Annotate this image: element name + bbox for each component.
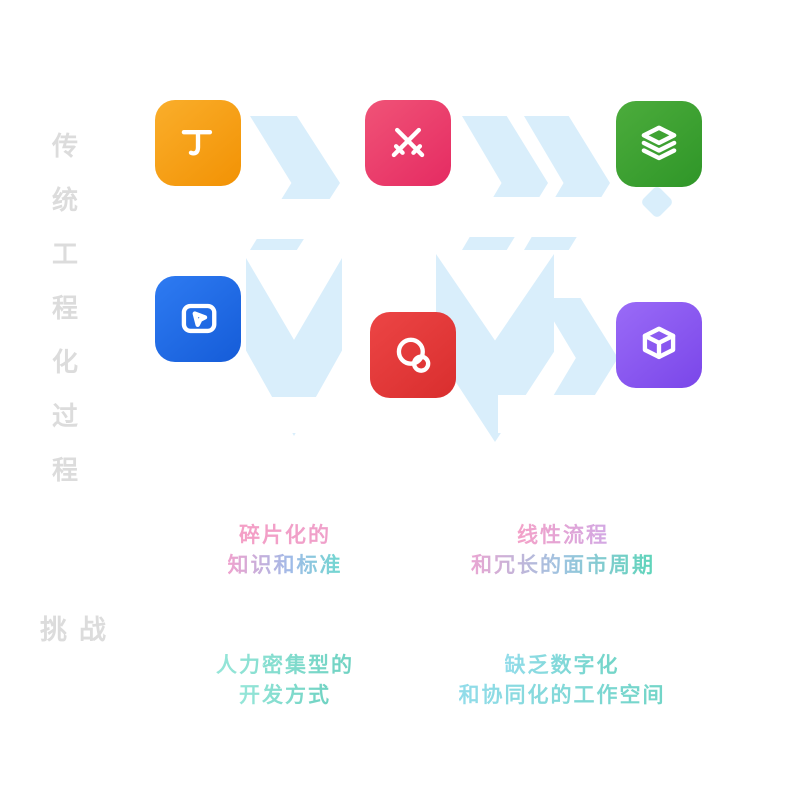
challenge-section-label: 挑战 bbox=[40, 615, 118, 646]
challenge-item-4: 缺乏数字化 和协同化的工作空间 bbox=[442, 650, 682, 710]
tile-cube bbox=[616, 302, 702, 388]
challenge-line: 碎片化的 bbox=[239, 520, 331, 550]
label-placeholder-6 bbox=[362, 395, 464, 435]
challenge-line: 开发方式 bbox=[239, 680, 331, 710]
challenge-item-2: 线性流程 和冗长的面市周期 bbox=[448, 520, 678, 580]
cube-icon bbox=[642, 326, 676, 360]
process-title-char: 工 bbox=[51, 240, 78, 270]
process-title-char: 程 bbox=[51, 456, 78, 486]
layers-stack-icon bbox=[641, 125, 677, 161]
challenge-line: 知识和标准 bbox=[228, 550, 343, 580]
challenge-line: 和协同化的工作空间 bbox=[459, 680, 666, 710]
challenge-line: 线性流程 bbox=[517, 520, 609, 550]
crossed-swords-icon bbox=[391, 127, 425, 158]
process-title-char: 过 bbox=[51, 402, 78, 432]
label-placeholder-1 bbox=[150, 199, 342, 239]
challenge-item-1: 碎片化的 知识和标准 bbox=[175, 520, 395, 580]
overlapping-circles-icon bbox=[396, 337, 431, 373]
label-placeholder-5 bbox=[150, 397, 344, 433]
tile-layers bbox=[616, 101, 702, 187]
tile-screen-cursor bbox=[155, 276, 241, 362]
label-placeholder-4 bbox=[586, 220, 702, 266]
t-shape-tool-icon bbox=[181, 130, 213, 156]
screen-cursor-icon bbox=[181, 303, 217, 334]
challenge-line: 缺乏数字化 bbox=[505, 650, 620, 680]
label-placeholder-7 bbox=[498, 395, 620, 433]
tile-design-tool bbox=[155, 100, 241, 186]
flow-diamond bbox=[640, 185, 674, 219]
label-placeholder-8 bbox=[608, 391, 708, 433]
challenge-line: 人力密集型的 bbox=[216, 650, 354, 680]
process-title-char: 统 bbox=[51, 186, 78, 216]
challenge-item-3: 人力密集型的 开发方式 bbox=[175, 650, 395, 710]
tile-circles bbox=[370, 312, 456, 398]
process-title-char: 程 bbox=[51, 294, 78, 324]
challenge-line: 和冗长的面市周期 bbox=[471, 550, 655, 580]
label-placeholder-2 bbox=[360, 197, 464, 237]
tile-crossed-tools bbox=[365, 100, 451, 186]
process-title-char: 化 bbox=[51, 348, 78, 378]
process-title-char: 传 bbox=[51, 132, 78, 162]
process-title-vertical: 传 统 工 程 化 过 程 bbox=[50, 126, 80, 487]
